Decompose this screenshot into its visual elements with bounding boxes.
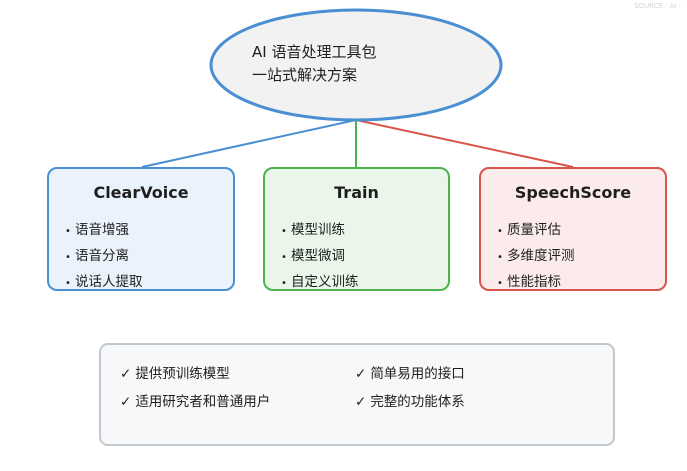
bullet-icon: •: [65, 226, 71, 237]
features-panel: ✓提供预训练模型 ✓简单易用的接口 ✓适用研究者和普通用户 ✓完整的功能体系: [99, 343, 615, 446]
list-item-label: 说话人提取: [75, 274, 143, 290]
check-icon: ✓: [355, 394, 367, 410]
hub-title: AI 语音处理工具包: [252, 43, 377, 61]
list-item-label: 质量评估: [507, 222, 561, 238]
list-item: • 语音增强: [65, 217, 143, 243]
card-feature-list: • 模型训练 • 模型微调 • 自定义训练: [281, 217, 359, 295]
list-item: • 模型训练: [281, 217, 359, 243]
check-icon: ✓: [355, 366, 367, 382]
card-feature-list: • 质量评估 • 多维度评测 • 性能指标: [497, 217, 575, 295]
list-item: • 质量评估: [497, 217, 575, 243]
list-item-label: 性能指标: [507, 274, 561, 290]
bullet-icon: •: [497, 226, 503, 237]
list-item-label: 模型微调: [291, 248, 345, 264]
card-title: SpeechScore: [514, 183, 632, 202]
list-item: • 性能指标: [497, 269, 575, 295]
card-title: ClearVoice: [93, 183, 189, 202]
card-train: Train • 模型训练 • 模型微调 • 自定义训练: [263, 167, 450, 291]
list-item-label: 多维度评测: [507, 248, 575, 264]
card-speechscore: SpeechScore • 质量评估 • 多维度评测 • 性能指标: [479, 167, 667, 291]
feature-label: 简单易用的接口: [370, 366, 465, 382]
feature-item: ✓适用研究者和普通用户: [120, 390, 270, 410]
hub-ellipse: [209, 8, 503, 122]
bullet-icon: •: [281, 278, 287, 289]
bullet-icon: •: [65, 278, 71, 289]
card-title: Train: [334, 183, 379, 202]
feature-label: 完整的功能体系: [370, 394, 465, 410]
list-item-label: 语音增强: [75, 222, 129, 238]
hub-subtitle: 一站式解决方案: [252, 66, 358, 84]
feature-item: ✓简单易用的接口: [355, 362, 465, 382]
bullet-icon: •: [497, 278, 503, 289]
hub-label: AI 语音处理工具包 一站式解决方案: [252, 41, 452, 87]
bullet-icon: •: [281, 252, 287, 263]
card-clearvoice: ClearVoice • 语音增强 • 语音分离 • 说话人提取: [47, 167, 235, 291]
bullet-icon: •: [497, 252, 503, 263]
feature-item: ✓完整的功能体系: [355, 390, 465, 410]
list-item: • 多维度评测: [497, 243, 575, 269]
feature-label: 提供预训练模型: [135, 366, 230, 382]
connector-left: [141, 119, 357, 168]
connector-right: [355, 119, 574, 168]
feature-item: ✓提供预训练模型: [120, 362, 230, 382]
list-item-label: 语音分离: [75, 248, 129, 264]
bullet-icon: •: [65, 252, 71, 263]
list-item: • 模型微调: [281, 243, 359, 269]
list-item-label: 模型训练: [291, 222, 345, 238]
list-item: • 说话人提取: [65, 269, 143, 295]
list-item-label: 自定义训练: [291, 274, 359, 290]
bullet-icon: •: [281, 226, 287, 237]
watermark: SOURCE · AI ·: [634, 2, 681, 10]
feature-label: 适用研究者和普通用户: [135, 394, 271, 410]
card-feature-list: • 语音增强 • 语音分离 • 说话人提取: [65, 217, 143, 295]
check-icon: ✓: [120, 394, 132, 410]
check-icon: ✓: [120, 366, 132, 382]
list-item: • 自定义训练: [281, 269, 359, 295]
list-item: • 语音分离: [65, 243, 143, 269]
